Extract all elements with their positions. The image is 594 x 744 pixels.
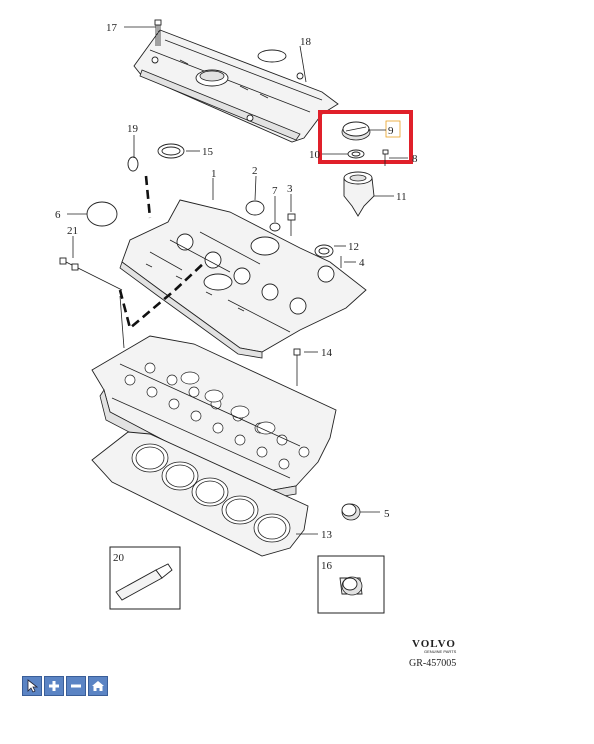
callout-5: 5 [384, 508, 390, 520]
callout-8: 8 [412, 153, 418, 165]
thin-line-2 [119, 295, 125, 349]
pointer-button[interactable] [22, 676, 42, 696]
thin-line-1 [77, 267, 123, 291]
zoom-toolbar [22, 676, 108, 696]
callout-16: 16 [321, 560, 333, 572]
leader-lines [67, 26, 408, 535]
brand-tagline: GENUINE PARTS [424, 649, 457, 654]
bolt-17[interactable] [154, 19, 162, 46]
valve-cover[interactable] [133, 29, 339, 143]
callout-3: 3 [287, 183, 293, 195]
highlight-box [318, 110, 413, 164]
callout-2: 2 [252, 165, 258, 177]
callout-17: 17 [106, 22, 118, 34]
callout-19: 19 [127, 123, 139, 135]
callout-6: 6 [55, 209, 61, 221]
callout-15: 15 [202, 146, 214, 158]
plug-6[interactable] [86, 201, 118, 227]
bolt-14[interactable] [293, 348, 301, 386]
dash-line-2 [118, 261, 206, 331]
callout-10: 10 [309, 149, 321, 161]
bolt-21[interactable] [59, 257, 79, 271]
home-button[interactable] [88, 676, 108, 696]
callout-4: 4 [359, 257, 365, 269]
callout-9: 9 [388, 125, 394, 137]
oil-filler-cap[interactable] [341, 121, 371, 141]
callout-14: 14 [321, 347, 333, 359]
filler-neck[interactable] [343, 171, 375, 217]
callout-18: 18 [300, 36, 312, 48]
cursor-icon [27, 679, 38, 693]
callout-20: 20 [113, 552, 125, 564]
inset-20[interactable] [109, 546, 181, 610]
inset-16[interactable] [317, 555, 385, 614]
callout-12: 12 [348, 241, 359, 253]
callout-1: 1 [211, 168, 217, 180]
head-gasket[interactable] [91, 431, 309, 557]
ring-7[interactable] [269, 222, 281, 232]
ring-2[interactable] [245, 200, 265, 216]
seal-19[interactable] [127, 156, 139, 172]
dash-line-1 [144, 175, 152, 219]
cylinder-head[interactable] [91, 335, 337, 501]
callout-7: 7 [272, 185, 278, 197]
bolt-3[interactable] [287, 213, 296, 236]
minus-icon [71, 684, 81, 688]
zoom-in-button[interactable] [44, 676, 64, 696]
callout-13: 13 [321, 529, 333, 541]
part-9-label-box [385, 120, 401, 138]
brand-logo: VOLVO [412, 638, 456, 650]
callout-11: 11 [396, 191, 407, 203]
home-icon [92, 681, 104, 691]
callout-21: 21 [67, 225, 78, 237]
zoom-out-button[interactable] [66, 676, 86, 696]
camshaft-ladder[interactable] [119, 199, 367, 359]
plus-icon [49, 681, 59, 691]
seal-ring-10[interactable] [347, 149, 365, 159]
plug-5[interactable] [341, 503, 361, 521]
bolt-8[interactable] [382, 149, 389, 166]
drawing-code: GR-457005 [409, 658, 456, 669]
